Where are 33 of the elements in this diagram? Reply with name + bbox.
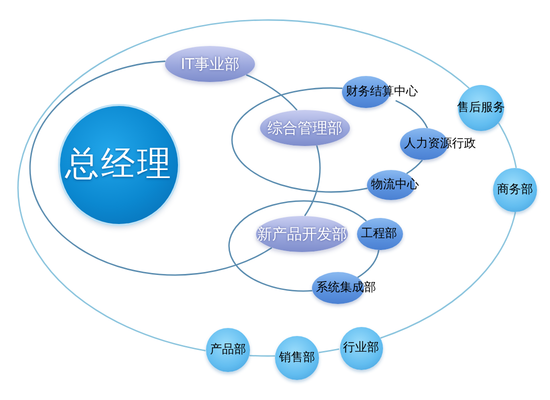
node-label: 产品部: [210, 343, 246, 357]
node-label: 行业部: [343, 341, 379, 355]
connector-arc: [318, 348, 340, 354]
node-label: 售后服务: [457, 101, 505, 115]
connector-arc: [395, 100, 428, 128]
division-ellipse: [256, 216, 348, 252]
department-ellipse: [357, 218, 403, 250]
node-label: 工程部: [361, 227, 397, 241]
department-circle: [493, 168, 537, 212]
node-label: 综合管理部: [268, 120, 342, 136]
connector-arc: [406, 160, 423, 174]
department-circle: [206, 328, 250, 372]
connector-arc: [249, 354, 276, 357]
node-label: 销售部: [279, 351, 315, 365]
connector-arc: [18, 19, 470, 352]
department-circle: [275, 336, 319, 380]
node-label: 商务部: [497, 183, 533, 197]
connector-arc: [357, 250, 380, 278]
node-label: 总经理: [65, 146, 173, 184]
node-label: 系统集成部: [316, 281, 376, 295]
connector-arc: [29, 60, 272, 276]
connector-arc: [380, 212, 516, 339]
node-label: IT事业部: [180, 56, 240, 72]
connector-arc: [246, 74, 298, 111]
connector-arc: [231, 87, 368, 193]
department-circle: [458, 85, 504, 131]
department-circle: [340, 326, 382, 370]
node-label: 新产品开发部: [257, 226, 347, 242]
connector-arc: [304, 145, 321, 216]
division-ellipse: [260, 110, 350, 146]
division-ellipse: [165, 46, 255, 82]
connector-arc: [228, 200, 367, 292]
connector-arc: [498, 122, 517, 168]
